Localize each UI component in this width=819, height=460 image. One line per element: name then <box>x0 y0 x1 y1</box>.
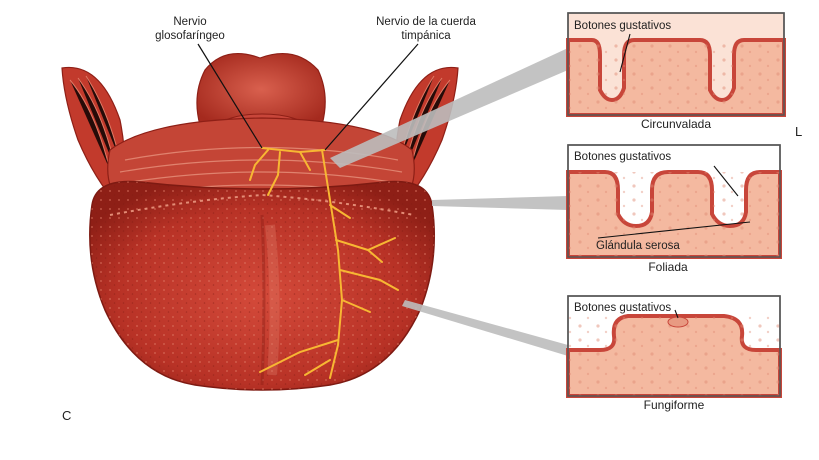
inset3-caption: Fungiforme <box>644 398 705 412</box>
nerve-label-chorda-tympani-2: timpánica <box>401 30 451 42</box>
inset2-bud-label: Botones gustativos <box>574 151 671 163</box>
inset2-gland-label: Glándula serosa <box>596 240 680 252</box>
nerve-label-glosopharyngeal-1: Nervio <box>173 16 206 28</box>
nerve-label-glosopharyngeal-2: glosofaríngeo <box>155 30 225 42</box>
side-letter: L <box>795 124 802 139</box>
panel-letter: C <box>62 408 71 423</box>
nerve-label-chorda-tympani-1: Nervio de la cuerda <box>376 16 476 28</box>
inset3-bud-label: Botones gustativos <box>574 302 671 314</box>
inset2-caption: Foliada <box>648 260 688 274</box>
inset1-caption: Circunvalada <box>641 117 711 131</box>
tongue-illustration <box>62 54 458 390</box>
inset1-bud-label: Botones gustativos <box>574 20 671 32</box>
